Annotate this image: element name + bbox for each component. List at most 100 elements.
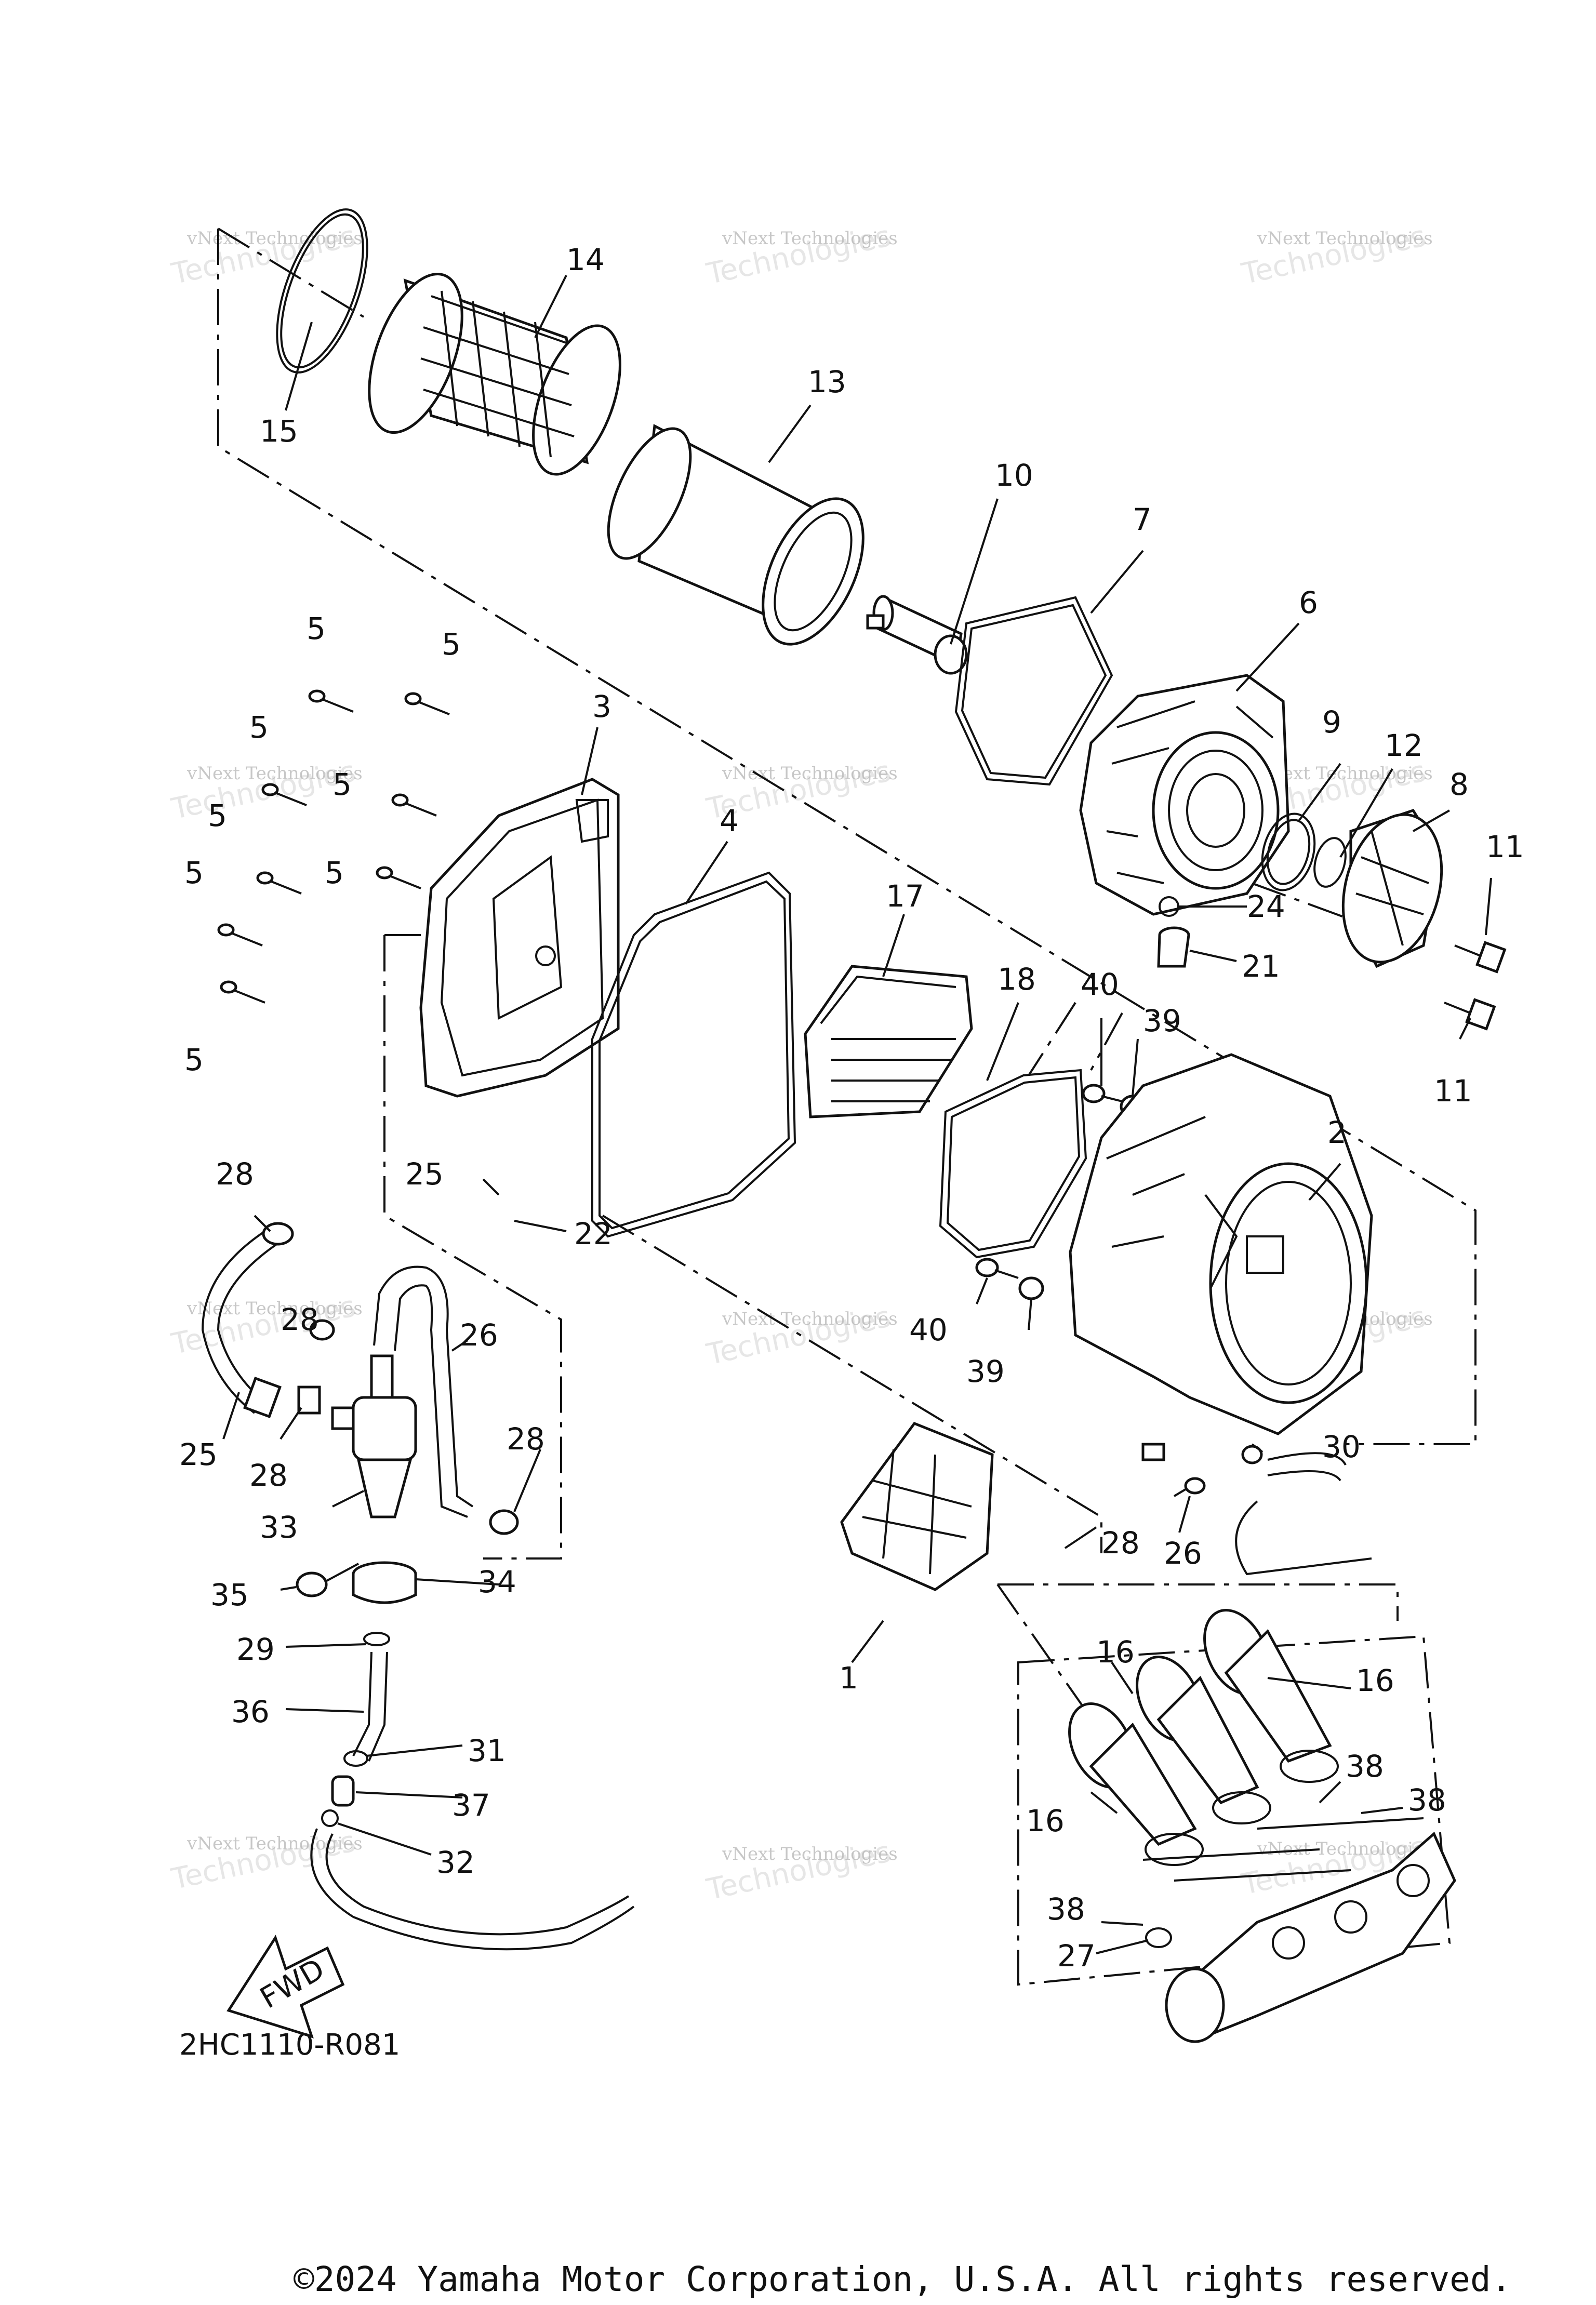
callout-31: 31 xyxy=(468,1733,506,1768)
bolt-11-a xyxy=(1454,941,1507,974)
oring-9 xyxy=(1261,812,1316,891)
callout-16: 16 xyxy=(1096,1634,1135,1670)
grommet-34 xyxy=(352,1561,417,1604)
part-19 xyxy=(1157,926,1190,968)
callout-28: 28 xyxy=(281,1302,319,1337)
callout-27: 27 xyxy=(1057,1938,1096,1974)
callout-38: 38 xyxy=(1346,1749,1384,1784)
clamp-28-b xyxy=(297,1385,321,1415)
callout-36: 36 xyxy=(231,1694,270,1729)
callout-33: 33 xyxy=(260,1510,298,1545)
callout-8: 8 xyxy=(1449,767,1469,802)
watermark-text: vNext Technologies xyxy=(187,1833,363,1854)
callout-22: 25 xyxy=(405,1156,444,1192)
callout-2: 2 xyxy=(1327,1115,1347,1150)
clamp-28-a xyxy=(262,1222,294,1246)
callout-35: 35 xyxy=(210,1577,249,1613)
callout-5: 5 xyxy=(307,611,326,646)
throttle-body-assembly xyxy=(1165,1831,1456,2043)
cover-3 xyxy=(419,778,620,1098)
callout-40: 40 xyxy=(1081,967,1119,1002)
callout-40: 40 xyxy=(909,1312,948,1348)
clip-29 xyxy=(363,1632,390,1646)
callout-14: 14 xyxy=(566,242,605,277)
clamp-28-d xyxy=(309,1319,335,1341)
bolt-35 xyxy=(296,1563,359,1597)
callout-10: 10 xyxy=(995,458,1033,493)
callout-15: 15 xyxy=(260,414,298,449)
callout-9: 9 xyxy=(1322,704,1341,740)
panel-filter-17 xyxy=(804,965,973,1118)
callout-29: 29 xyxy=(236,1632,275,1667)
callouts: 14 15 13 10 7 6 9 12 8 11 11 24 21 3 5 5… xyxy=(179,242,1524,1974)
watermark-text: vNext Technologies xyxy=(722,1309,898,1329)
bolt-40-a xyxy=(1082,1084,1123,1103)
drain-hose xyxy=(310,1828,635,1951)
callout-39: 39 xyxy=(966,1354,1005,1389)
oring-12 xyxy=(1313,837,1347,888)
callout-5: 5 xyxy=(442,627,461,662)
gasket-18 xyxy=(939,1069,1087,1259)
leader-lines xyxy=(222,275,1492,1954)
callout-34: 34 xyxy=(478,1564,516,1600)
watermark-text: vNext Technologies xyxy=(187,763,363,784)
callout-28: 28 xyxy=(507,1421,545,1457)
callout-4: 4 xyxy=(720,803,739,838)
callout-5: 5 xyxy=(184,1042,204,1077)
callout-16: 16 xyxy=(1356,1663,1394,1698)
intake-boot-16-b xyxy=(1136,1656,1271,1824)
callout-3: 3 xyxy=(592,689,611,724)
gasket-4 xyxy=(591,871,796,1238)
fitting-37 xyxy=(331,1775,355,1807)
fwd-arrow-icon: FWD xyxy=(227,1935,345,2038)
washer-39-b xyxy=(1018,1276,1044,1300)
callout-5: 5 xyxy=(184,855,204,890)
watermark-text: vNext Technologies xyxy=(722,1844,898,1864)
callout-25: 25 xyxy=(179,1437,218,1472)
callout-17: 17 xyxy=(886,878,924,914)
callout-6: 6 xyxy=(1299,585,1318,620)
callout-5: 5 xyxy=(325,855,344,890)
intake-boot-16-a xyxy=(1068,1702,1204,1866)
watermark: vNext Technologies Technologies xyxy=(1239,219,1433,291)
watermark: vNext Technologies Technologies xyxy=(168,219,363,291)
seal-7 xyxy=(954,596,1113,786)
hose-25 xyxy=(201,1230,282,1418)
clip-32 xyxy=(321,1809,339,1827)
callout-7: 7 xyxy=(1133,502,1152,537)
callout-21: 24 xyxy=(1247,889,1285,924)
callout-23: 28 xyxy=(1101,1525,1140,1561)
diagram-code: 2HC1110-R081 xyxy=(179,2028,400,2062)
callout-32: 32 xyxy=(436,1845,475,1880)
callout-5: 5 xyxy=(208,798,227,833)
callout-39: 39 xyxy=(1143,1003,1181,1038)
watermark-text: vNext Technologies xyxy=(187,228,363,249)
callout-1: 1 xyxy=(839,1660,858,1696)
callout-28: 28 xyxy=(249,1458,288,1493)
watermark-text: vNext Technologies xyxy=(722,228,898,249)
airbox-2 xyxy=(1069,1053,1373,1435)
watermark-text: vNext Technologies xyxy=(722,763,898,784)
bolt-40-b xyxy=(975,1258,1019,1279)
watermark-text: vNext Technologies xyxy=(1257,228,1433,249)
watermark: vNext Technologies Technologies xyxy=(168,1824,363,1897)
cage-filter-14 xyxy=(368,272,621,476)
clip-21 xyxy=(1159,896,1179,917)
callout-5: 5 xyxy=(249,710,269,745)
oring-15 xyxy=(276,208,368,374)
separator-33 xyxy=(331,1354,417,1518)
copyright-text: ©2024 Yamaha Motor Corporation, U.S.A. A… xyxy=(294,2259,1511,2299)
callout-18: 18 xyxy=(998,962,1036,997)
callout-11: 11 xyxy=(1486,829,1524,864)
callout-13: 13 xyxy=(808,364,846,399)
rods-38 xyxy=(1142,1817,1424,1882)
callout-16: 16 xyxy=(1026,1803,1065,1838)
fitting-10 xyxy=(866,595,968,675)
watermark: vNext Technologies Technologies xyxy=(703,219,898,291)
cap-8 xyxy=(1341,809,1443,968)
hose-26 xyxy=(373,1265,474,1518)
assembly-lines xyxy=(217,228,1477,1986)
screws-5 xyxy=(217,689,450,1004)
cover-6 xyxy=(1079,674,1290,916)
